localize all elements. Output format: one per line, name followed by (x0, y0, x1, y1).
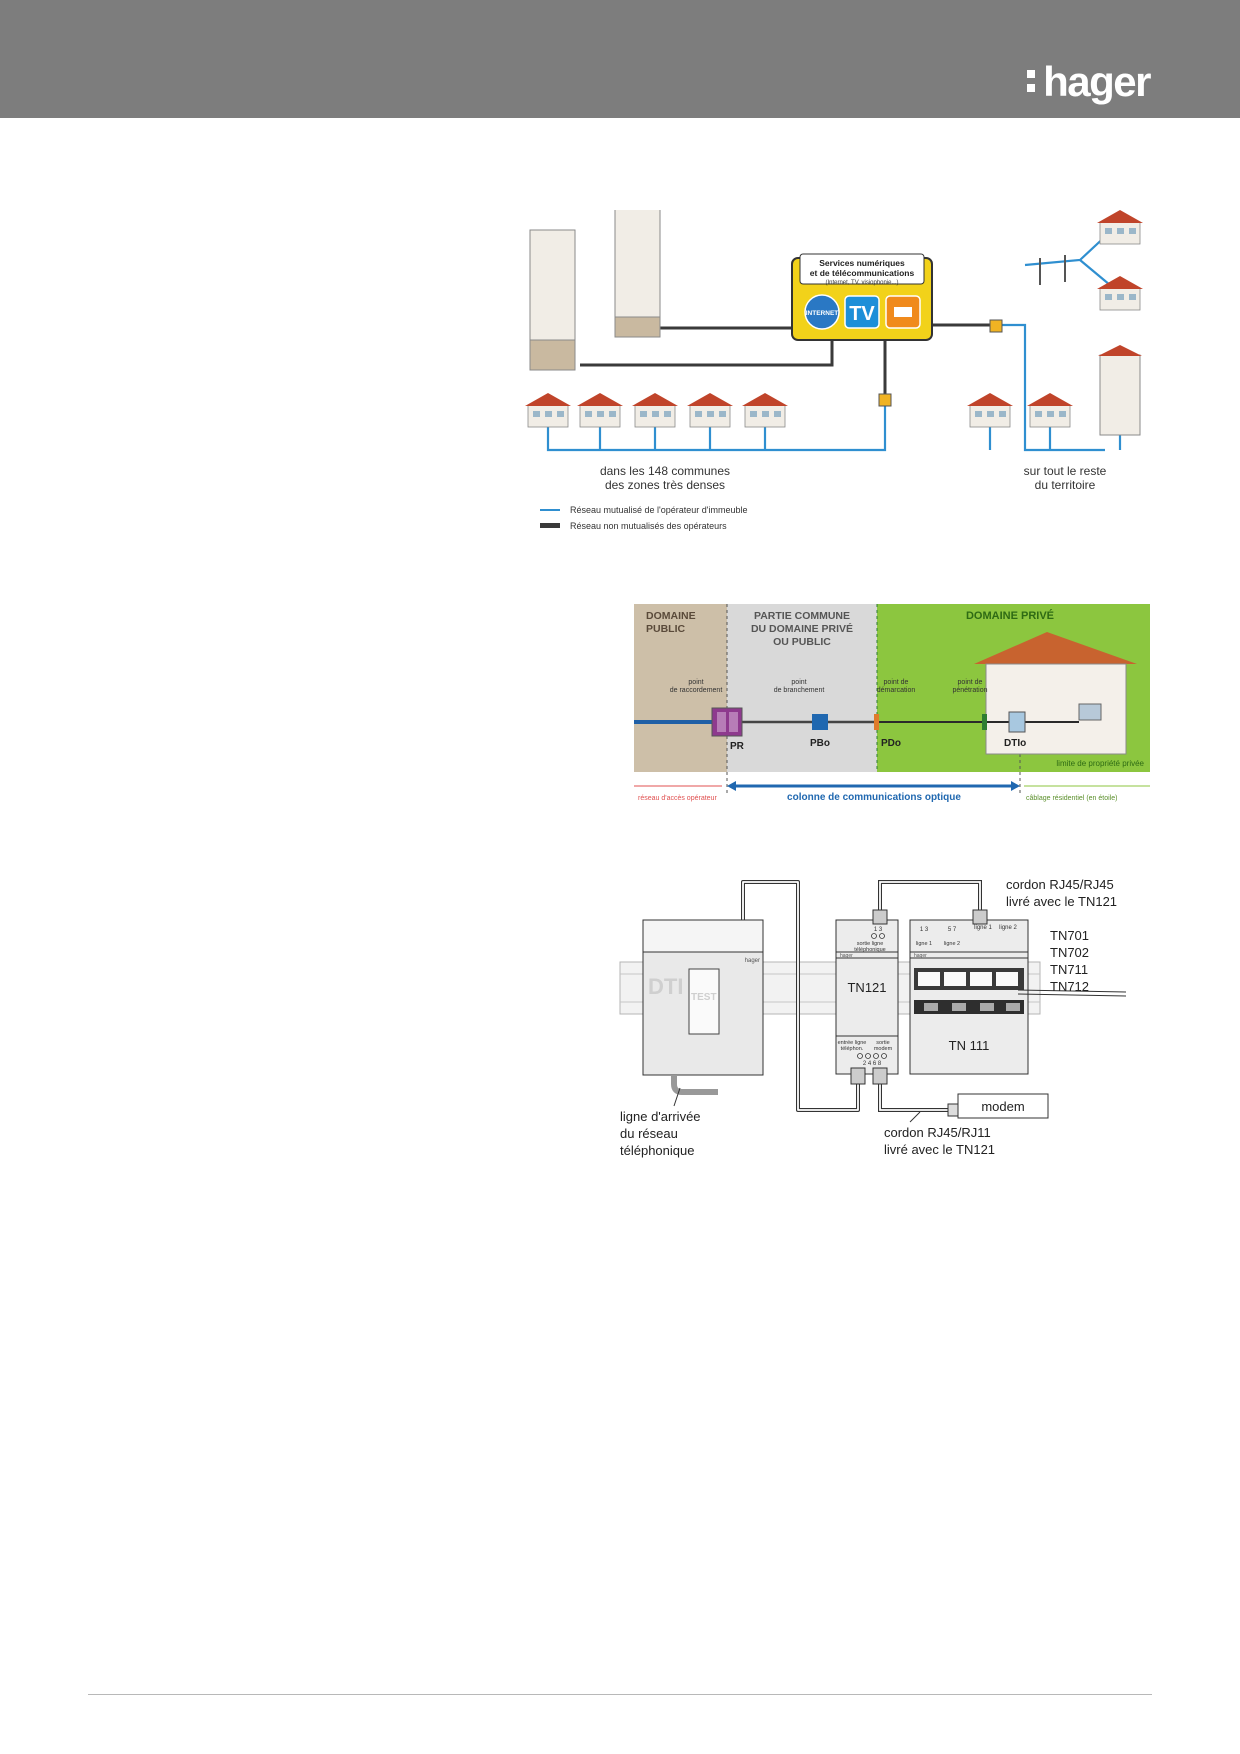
ref-tn702: TN702 (1050, 945, 1089, 960)
zone-public (634, 604, 727, 772)
dti-module: DTI TEST hager (642, 919, 764, 1095)
dtio-label: DTIo (1004, 738, 1026, 749)
limite-label: limite de propriété privée (1056, 759, 1144, 768)
tn111-module: 1 3 5 7 ligne 1 ligne 2 ligne 1 ligne 2 … (909, 909, 1029, 1075)
zone-commune-title-1: PARTIE COMMUNE (754, 610, 850, 622)
test-label: TEST (691, 992, 717, 1003)
arrivee-2: du réseau (620, 1126, 678, 1141)
connector-box (878, 393, 892, 407)
legend-mutualise: Réseau mutualisé de l'opérateur d'immeub… (570, 505, 748, 515)
tn111-terminal-57: 5 7 (948, 927, 957, 933)
fiber-network-diagram: Services numériques et de télécommunicat… (524, 210, 1144, 531)
pt-penetration-2: pénétration (952, 687, 987, 694)
sortie-modem-2: modem (874, 1046, 893, 1052)
brand-name: hager (1043, 58, 1151, 105)
internet-label: INTERNET (806, 310, 839, 317)
reseau-acces-label: réseau d'accès opérateur (638, 795, 717, 802)
pt-raccordement-1: point (688, 679, 703, 686)
right-caption-1: sur tout le reste (1024, 464, 1107, 478)
ref-tn712: TN712 (1050, 979, 1089, 994)
tn111-ligne2: ligne 2 (999, 925, 1017, 931)
sortie-ligne-1: sortie ligne (857, 941, 884, 947)
computer-icon (1078, 703, 1102, 721)
ref-tn701: TN701 (1050, 928, 1089, 943)
zone-prive-title: DOMAINE PRIVÉ (966, 609, 1054, 622)
tn111-label: TN 111 (949, 1038, 990, 1053)
internet-globe-icon (804, 294, 840, 330)
pbo-box (812, 714, 828, 730)
pbo-label: PBo (810, 738, 830, 749)
zone-commune-title-3: OU PUBLIC (773, 636, 831, 648)
sortie-modem-1: sortie (876, 1040, 889, 1046)
dti-wiring-diagram: DTI TEST hager 1 3 sortie ligne téléphon… (619, 877, 1127, 1158)
tv-label: TV (849, 303, 875, 325)
tn111-ligne2-small: ligne 2 (944, 941, 960, 947)
right-caption-2: du territoire (1035, 478, 1096, 492)
legend-dark-swatch (540, 523, 560, 528)
services-sub: (Internet, TV, visiophonie...) (825, 280, 898, 286)
tn111-ligne1: ligne 1 (974, 925, 992, 931)
pt-raccordement-2: de raccordement (670, 687, 723, 694)
footer-divider (88, 1694, 1152, 1695)
pt-branchement-1: point (791, 679, 806, 686)
hager-logo: hager (1027, 58, 1151, 106)
services-panel: Services numériques et de télécommunicat… (791, 253, 933, 341)
zone-commune (727, 604, 877, 772)
hager-mark-tn121: hager (840, 953, 853, 959)
entree-2: téléphon. (841, 1046, 864, 1052)
sortie-ligne-2: téléphonique (854, 947, 886, 953)
cablage-label: câblage résidentiel (en étoile) (1026, 795, 1117, 802)
pt-demarcation-1: point de (884, 679, 909, 686)
dti-label: DTI (648, 974, 683, 999)
private-house (974, 632, 1137, 755)
services-title-1: Services numériques (819, 258, 905, 268)
ref-tn711: TN711 (1050, 962, 1088, 977)
colonne-label: colonne de communications optique (787, 792, 961, 803)
utility-poles (1039, 255, 1066, 285)
page-header: hager (0, 0, 1240, 118)
legend-non-mutualise: Réseau non mutualisés des opérateurs (570, 521, 727, 531)
tn121-label: TN121 (847, 980, 886, 995)
pt-penetration-1: point de (958, 679, 983, 686)
apartment-towers (529, 210, 1142, 436)
connector-box (989, 319, 1003, 333)
cordon-rj11-1: cordon RJ45/RJ11 (884, 1125, 991, 1140)
zone-public-title-2: PUBLIC (646, 623, 686, 635)
left-caption-2: des zones très denses (605, 478, 725, 492)
pr-label: PR (730, 741, 745, 752)
cordon-rj45-2: livré avec le TN121 (1006, 894, 1117, 909)
entree-1: entrée ligne (838, 1040, 867, 1046)
tn121-terminal-numbers: 1 3 (874, 927, 883, 933)
arrivee-1: ligne d'arrivée (620, 1109, 701, 1124)
tn121-module: 1 3 sortie ligne téléphonique hager TN12… (835, 909, 899, 1085)
hager-mark-dti: hager (745, 958, 760, 964)
pdo-marker (874, 714, 879, 730)
fiber-domains-diagram: DOMAINE PUBLIC PARTIE COMMUNE DU DOMAINE… (634, 604, 1150, 803)
pt-demarcation-2: démarcation (877, 687, 916, 694)
cordon-rj45-1: cordon RJ45/RJ45 (1006, 877, 1114, 892)
penetration-marker (982, 714, 987, 730)
hager-mark-tn111: hager (914, 953, 927, 959)
tn111-terminal-13: 1 3 (920, 927, 929, 933)
modem-box (957, 1093, 1049, 1119)
modem-label: modem (981, 1099, 1024, 1114)
tn121-bottom-numbers: 2 4 6 8 (863, 1061, 882, 1067)
tv-icon (844, 295, 880, 329)
arrivee-3: téléphonique (620, 1143, 694, 1158)
cordon-rj11-2: livré avec le TN121 (884, 1142, 995, 1157)
zone-public-title-1: DOMAINE (646, 610, 696, 622)
services-title-2: et de télécommunications (810, 268, 915, 278)
pdo-label: PDo (881, 738, 901, 749)
left-caption-1: dans les 148 communes (600, 464, 730, 478)
pt-branchement-2: de branchement (774, 687, 825, 694)
dtio-box (1008, 711, 1026, 733)
tn111-ligne1-small: ligne 1 (916, 941, 932, 947)
zone-commune-title-2: DU DOMAINE PRIVÉ (751, 622, 853, 635)
